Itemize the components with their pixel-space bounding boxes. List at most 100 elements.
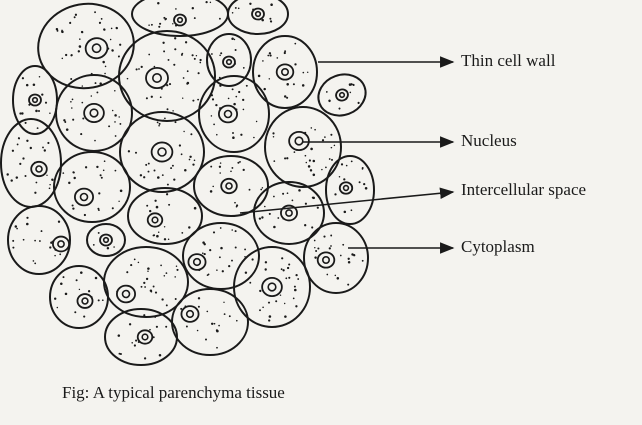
cytoplasm-granule: [150, 290, 153, 293]
cytoplasm-granule: [94, 139, 96, 142]
cytoplasm-granule: [171, 164, 174, 167]
cytoplasm-granule: [153, 234, 156, 237]
cell: [53, 151, 131, 223]
cytoplasm-granule: [114, 169, 117, 172]
cell-wall: [303, 222, 369, 294]
cytoplasm-granule: [70, 54, 73, 57]
cytoplasm-granule: [193, 206, 197, 210]
cytoplasm-granule: [206, 274, 209, 276]
cytoplasm-granule: [96, 165, 99, 169]
cytoplasm-granule: [242, 67, 245, 69]
cytoplasm-granule: [163, 226, 166, 228]
cytoplasm-granule: [234, 48, 237, 52]
cytoplasm-granule: [218, 324, 220, 327]
cytoplasm-granule: [104, 65, 107, 68]
cytoplasm-granule: [158, 25, 161, 28]
nucleus: [136, 329, 154, 345]
cytoplasm-granule: [234, 201, 236, 204]
cytoplasm-granule: [350, 83, 353, 86]
cytoplasm-granule: [268, 315, 272, 318]
cytoplasm-granule: [29, 146, 32, 150]
cytoplasm-granule: [16, 143, 19, 146]
cytoplasm-granule: [71, 107, 73, 109]
cytoplasm-granule: [192, 99, 195, 102]
cytoplasm-granule: [193, 17, 196, 20]
nucleolus: [121, 289, 131, 299]
cytoplasm-granule: [56, 29, 59, 32]
cytoplasm-granule: [181, 232, 184, 234]
nucleolus: [254, 10, 262, 18]
cytoplasm-granule: [147, 270, 149, 272]
cytoplasm-granule: [345, 164, 348, 167]
cell-wall: [53, 151, 131, 223]
nucleus: [261, 277, 283, 297]
nucleus: [335, 88, 349, 102]
cytoplasm-granule: [12, 246, 15, 249]
cytoplasm-granule: [313, 239, 316, 242]
cell: [252, 35, 318, 109]
cytoplasm-granule: [268, 52, 272, 55]
cytoplasm-granule: [263, 87, 266, 91]
cell: [198, 75, 270, 153]
cytoplasm-granule: [232, 132, 234, 134]
cytoplasm-granule: [186, 70, 189, 73]
cytoplasm-granule: [150, 95, 153, 98]
cytoplasm-granule: [330, 146, 333, 149]
cytoplasm-granule: [325, 166, 327, 169]
cytoplasm-granule: [51, 178, 54, 182]
cytoplasm-granule: [47, 141, 50, 145]
cytoplasm-granule: [37, 109, 41, 113]
cytoplasm-granule: [98, 21, 102, 24]
cytoplasm-granule: [72, 207, 75, 210]
cytoplasm-granule: [155, 205, 159, 209]
cytoplasm-granule: [166, 108, 169, 111]
cytoplasm-granule: [364, 187, 368, 190]
cytoplasm-granule: [83, 315, 86, 318]
cytoplasm-granule: [294, 63, 297, 66]
nucleolus: [185, 309, 195, 319]
cytoplasm-granule: [157, 231, 160, 233]
cell-wall: [264, 106, 342, 188]
cytoplasm-granule: [283, 51, 286, 55]
nucleus: [316, 251, 336, 269]
cell-wall: [119, 111, 205, 193]
cytoplasm-granule: [14, 225, 18, 228]
cytoplasm-granule: [279, 294, 282, 296]
cytoplasm-granule: [237, 161, 240, 164]
cytoplasm-granule: [311, 196, 314, 199]
cytoplasm-granule: [80, 133, 83, 136]
cytoplasm-granule: [164, 117, 166, 120]
cytoplasm-granule: [162, 119, 165, 122]
cytoplasm-granule: [219, 227, 222, 229]
label-thin-cell-wall: Thin cell wall: [461, 51, 556, 70]
cytoplasm-granule: [143, 357, 147, 360]
cytoplasm-granule: [172, 23, 174, 25]
cytoplasm-granule: [249, 2, 252, 6]
cytoplasm-granule: [12, 239, 15, 242]
nucleolus: [223, 109, 233, 119]
cytoplasm-granule: [297, 278, 300, 280]
cytoplasm-granule: [323, 235, 326, 238]
cytoplasm-granule: [272, 136, 275, 138]
cytoplasm-granule: [269, 17, 272, 20]
cytoplasm-granule: [82, 117, 85, 120]
cytoplasm-granule: [202, 252, 204, 254]
cytoplasm-granule: [162, 41, 165, 44]
cytoplasm-granule: [119, 122, 122, 125]
cell-group: [0, 0, 375, 366]
cytoplasm-granule: [261, 187, 264, 189]
cytoplasm-granule: [208, 95, 211, 98]
cytoplasm-granule: [100, 17, 103, 20]
cell-wall: [253, 181, 325, 245]
cytoplasm-granule: [185, 325, 188, 328]
cytoplasm-granule: [165, 325, 168, 328]
cell: [86, 223, 126, 257]
cytoplasm-granule: [174, 298, 177, 300]
cytoplasm-granule: [156, 234, 159, 238]
cytoplasm-granule: [176, 268, 179, 271]
cell-wall: [86, 223, 126, 257]
cytoplasm-granule: [84, 166, 88, 169]
cytoplasm-granule: [117, 334, 121, 337]
cytoplasm-granule: [216, 269, 218, 271]
cytoplasm-granule: [54, 297, 57, 300]
